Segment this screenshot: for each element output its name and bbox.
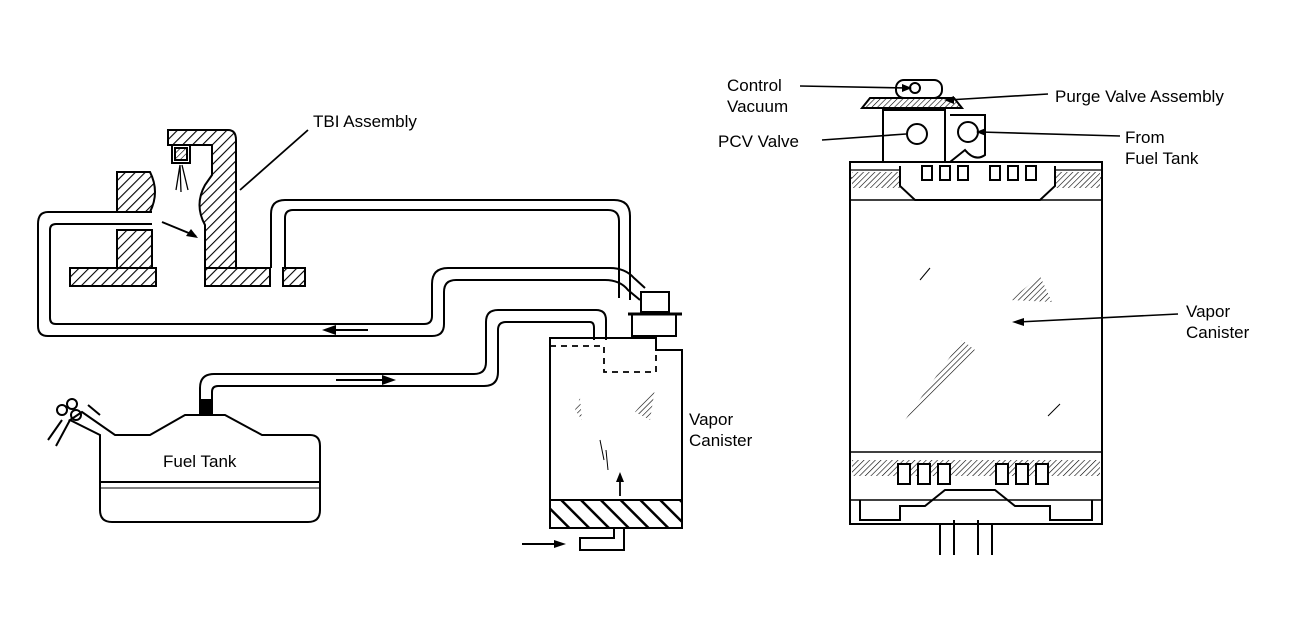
label-vapor-canister-left-2: Canister (689, 431, 753, 450)
label-control-vacuum-2: Vacuum (727, 97, 789, 116)
vapor-hoses (37, 199, 646, 402)
fuel-tank-port (957, 121, 979, 143)
manifold-base-left (69, 267, 157, 287)
vapor-canister-left (522, 291, 683, 551)
label-pcv-valve: PCV Valve (718, 132, 799, 151)
label-from-fuel-tank-1: From (1125, 128, 1165, 147)
label-vapor-canister-right-1: Vapor (1186, 302, 1231, 321)
tbi-purge-hose-inner (284, 209, 620, 298)
label-from-fuel-tank-2: Fuel Tank (1125, 149, 1199, 168)
pcv-port (906, 123, 928, 145)
tbi-pointer-line (239, 129, 309, 191)
throttle-upper-block (116, 171, 156, 213)
tbi-purge-hose-outer (270, 199, 631, 300)
label-control-vacuum-1: Control (727, 76, 782, 95)
upper-grid (921, 165, 1037, 181)
lower-grid (897, 463, 1049, 485)
tank-vent-fitting (199, 399, 213, 416)
manifold-base-right (282, 267, 306, 287)
purge-hose-inner (49, 223, 646, 325)
purge-hose-outer (37, 211, 641, 337)
label-vapor-canister-right-2: Canister (1186, 323, 1250, 342)
vapor-canister-cutaway (849, 79, 1103, 555)
canister-shell (849, 161, 1103, 525)
label-purge-valve-assembly: Purge Valve Assembly (1055, 87, 1224, 106)
tank-vent-hose-outer (199, 309, 607, 402)
tank-body (68, 410, 321, 523)
tbi-body (167, 129, 237, 269)
label-vapor-canister-left-1: Vapor (689, 410, 734, 429)
purge-valve-cap (640, 291, 670, 313)
tbi-assembly (69, 129, 306, 287)
fuel-tank (47, 398, 321, 523)
throttle-lower-block (116, 229, 153, 269)
label-fuel-tank: Fuel Tank (163, 452, 237, 471)
tank-vent-hose-inner (211, 321, 595, 402)
manifold-base-center (204, 267, 271, 287)
callout-lines (799, 84, 1179, 326)
canister-filter-bed (549, 499, 683, 529)
label-tbi-assembly: TBI Assembly (313, 112, 417, 131)
